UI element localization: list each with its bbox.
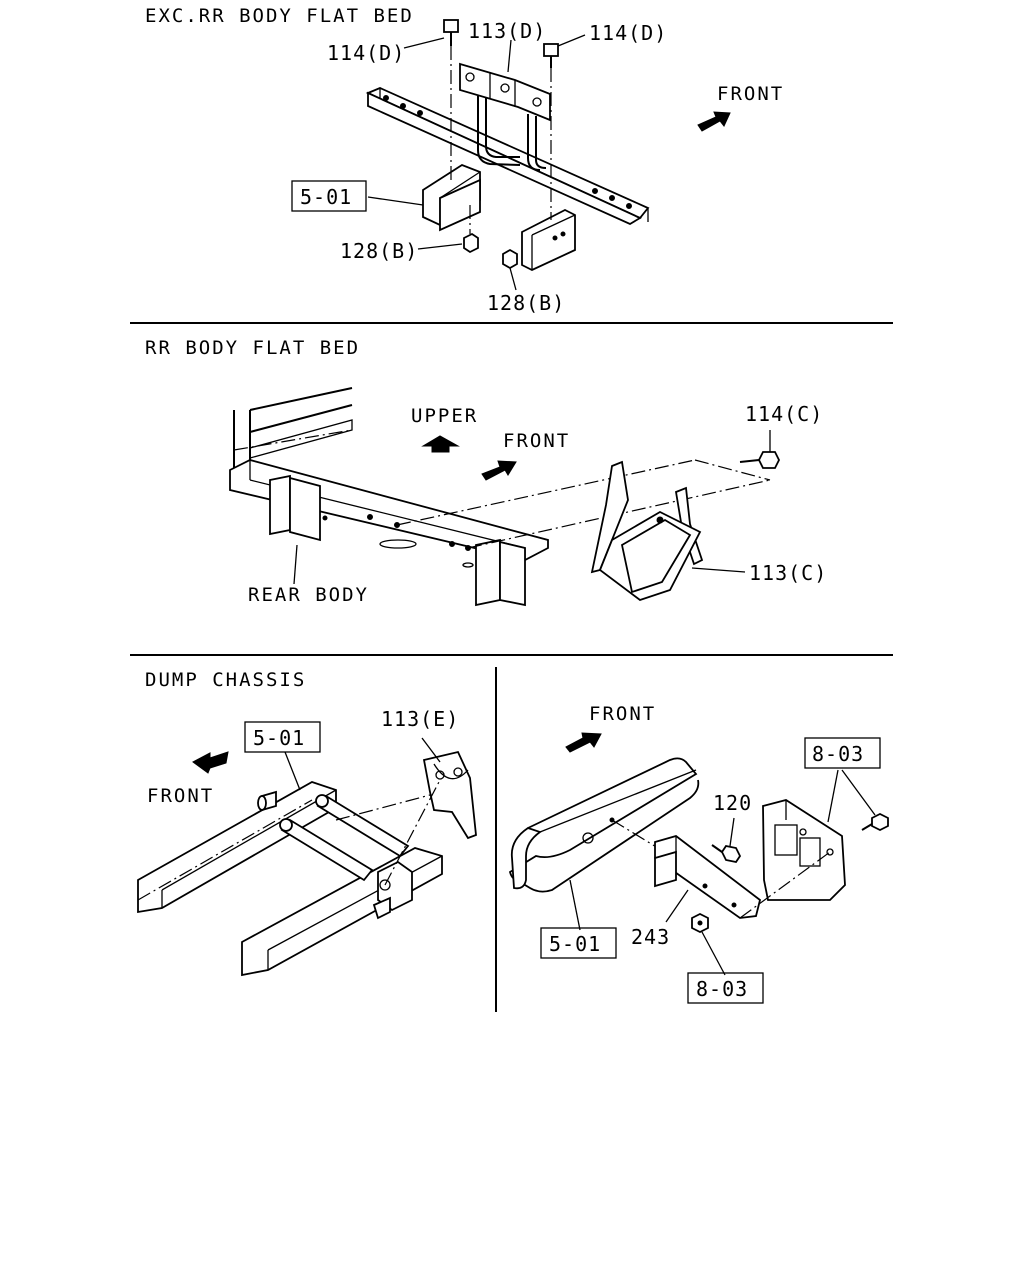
bolt-114d-right	[543, 43, 559, 220]
rail-holes	[383, 95, 632, 209]
label-front-right: FRONT	[589, 703, 656, 725]
label-5-01-right: 5-01	[549, 932, 601, 956]
label-128b-bottom: 128(B)	[487, 291, 565, 315]
cross-tubes	[257, 790, 410, 882]
nut-128b-bottom	[502, 248, 518, 270]
label-113c: 113(C)	[749, 561, 827, 585]
bottom-left-assembly	[137, 721, 477, 977]
section-title-rr-body: RR BODY FLAT BED	[145, 337, 360, 359]
upper-arrow-icon	[421, 435, 460, 453]
label-113d: 113(D)	[468, 19, 546, 43]
label-114d-left: 114(D)	[327, 41, 405, 65]
bracket-113c	[590, 460, 704, 602]
label-front-top: FRONT	[717, 83, 784, 105]
middle-assembly	[229, 387, 781, 607]
label-120: 120	[713, 791, 752, 815]
bolt-114c	[739, 451, 781, 469]
section-title-dump-chassis: DUMP CHASSIS	[145, 669, 306, 691]
box-5-01-top	[291, 180, 367, 212]
label-front-middle: FRONT	[503, 430, 570, 452]
nut-128b-left	[463, 205, 479, 254]
label-5-01-left: 5-01	[253, 726, 305, 750]
label-128b-left: 128(B)	[340, 239, 418, 263]
right-bracket	[521, 208, 576, 271]
label-upper: UPPER	[411, 405, 478, 427]
section-title-exc-rr-body: EXC.RR BODY FLAT BED	[145, 5, 414, 27]
label-5-01-top: 5-01	[300, 185, 352, 209]
box-8-03-top	[804, 737, 881, 769]
bolt-120	[711, 844, 742, 864]
label-114c: 114(C)	[745, 402, 823, 426]
lamp-8-03	[762, 799, 846, 901]
bracket-113e	[422, 750, 477, 840]
label-front-left: FRONT	[147, 785, 214, 807]
label-8-03-bottom: 8-03	[696, 977, 748, 1001]
left-bracket	[422, 163, 481, 232]
bracket-243	[654, 835, 762, 919]
front-arrow-middle-icon	[481, 460, 517, 481]
label-113e: 113(E)	[381, 707, 459, 731]
bolt-114d-left	[443, 19, 459, 180]
label-8-03-top: 8-03	[812, 742, 864, 766]
box-8-03-bottom	[687, 972, 764, 1004]
front-arrow-left-icon	[192, 751, 229, 774]
nut-8-03	[691, 912, 709, 934]
box-5-01-right	[540, 927, 617, 959]
front-arrow-icon	[697, 111, 731, 132]
label-114d-right: 114(D)	[589, 21, 667, 45]
box-5-01-left	[244, 721, 321, 753]
top-assembly	[291, 19, 731, 291]
front-arrow-right-icon	[565, 732, 602, 753]
label-243: 243	[631, 925, 670, 949]
label-rear-body: REAR BODY	[248, 584, 369, 606]
bolt-8-03	[861, 812, 889, 832]
bottom-right-assembly	[508, 732, 889, 1004]
bracket-113d	[459, 62, 551, 171]
